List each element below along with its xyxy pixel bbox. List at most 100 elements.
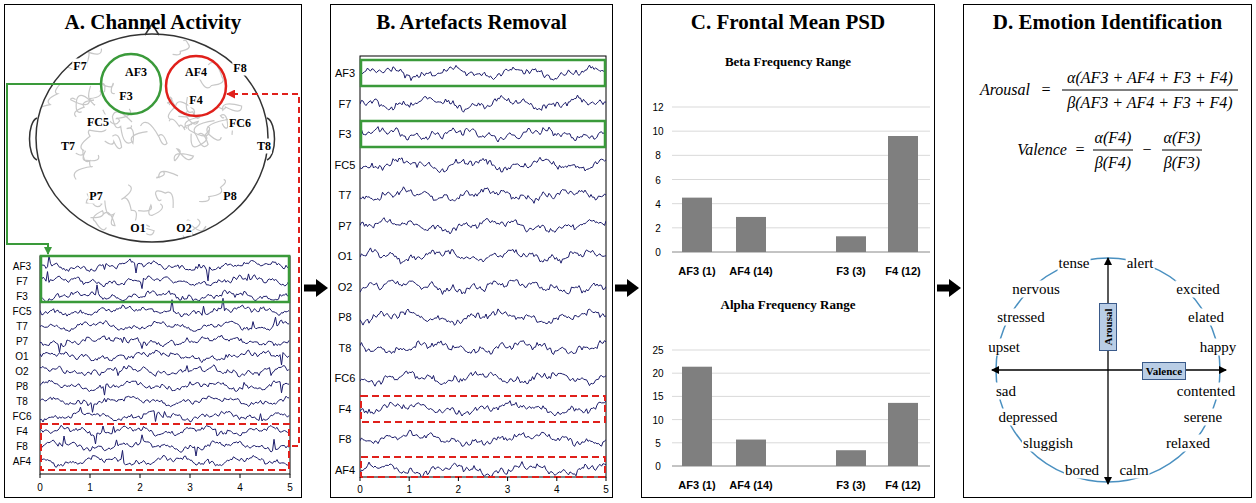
brain-texture — [202, 233, 220, 253]
axis-tick-label: 8 — [655, 150, 661, 161]
axis-tick — [90, 474, 91, 478]
arrow-head — [627, 279, 639, 297]
axis-tick-label: 10 — [652, 414, 663, 425]
electrode-label: F7 — [72, 59, 87, 74]
brain-texture — [157, 171, 178, 177]
plot-frame — [40, 256, 290, 474]
eeg-trace — [40, 272, 289, 289]
electrode-label: F3 — [118, 89, 133, 104]
axis-tick — [409, 477, 410, 481]
eeg-trace — [360, 430, 606, 446]
axis-tick — [190, 474, 191, 478]
axis-label: Arousal — [1102, 308, 1114, 345]
brain-texture — [105, 135, 122, 149]
brain-texture — [220, 115, 227, 128]
bar-label: F3 (3) — [836, 479, 865, 491]
channel-label: P8 — [16, 381, 28, 392]
axis-tick-label: 12 — [652, 102, 663, 113]
left-frontal-circle — [101, 54, 161, 114]
green-leader — [7, 84, 101, 254]
brain-texture — [219, 104, 242, 111]
electrode-label: AF3 — [124, 65, 148, 80]
channel-label: F7 — [16, 276, 28, 287]
formula-term: Arousal — [980, 81, 1030, 99]
psd-bar — [736, 440, 766, 466]
emotion-label: excited — [1175, 281, 1220, 298]
brain-texture — [47, 48, 66, 62]
flow-arrow — [304, 279, 328, 297]
axis-label-box: Arousal — [1099, 303, 1117, 350]
brain-texture — [121, 185, 136, 225]
channel-label: F7 — [339, 98, 352, 110]
channel-label: T8 — [16, 396, 28, 407]
eeg-trace — [360, 401, 606, 416]
emotion-label: alert — [1126, 255, 1155, 272]
eeg-trace — [360, 218, 606, 234]
emotion-label: calm — [1118, 462, 1149, 479]
emotion-label: tense — [1058, 255, 1091, 272]
panel-title: A. Channel Activity — [5, 10, 301, 35]
axis-tick-label: 4 — [237, 482, 243, 493]
brain-texture — [174, 149, 193, 161]
eeg-trace — [40, 365, 289, 377]
channel-label: F8 — [339, 433, 352, 445]
axis-tick-label: 20 — [652, 368, 663, 379]
emotion-label: sluggish — [1022, 435, 1074, 452]
emotion-label: contented — [1176, 383, 1236, 400]
channel-label: O1 — [338, 250, 353, 262]
green-highlight — [361, 60, 605, 86]
ear — [30, 118, 38, 160]
eeg-trace — [360, 309, 606, 325]
eeg-trace — [40, 380, 289, 395]
axis-tick-label: 10 — [652, 126, 663, 137]
brain-texture — [35, 194, 50, 216]
channel-label: T8 — [339, 342, 352, 354]
arrow-shaft — [304, 285, 316, 292]
emotion-label: bored — [1064, 462, 1100, 479]
psd-bar — [836, 236, 866, 252]
channel-label: T7 — [339, 189, 352, 201]
arrow-head — [316, 279, 328, 297]
emotion-label: nervous — [1011, 281, 1061, 298]
eeg-trace — [360, 127, 606, 142]
axis-tick — [40, 474, 41, 478]
eeg-trace — [360, 371, 606, 386]
axis-tick — [458, 477, 459, 481]
electrode-label: P7 — [88, 189, 103, 204]
panel-title: B. Artefacts Removal — [331, 10, 612, 35]
flow-arrow — [615, 279, 639, 297]
eeg-trace — [40, 435, 289, 456]
axis-tick-label: 5 — [655, 437, 661, 448]
fraction-bar — [1093, 150, 1133, 151]
channel-label: O2 — [15, 366, 28, 377]
electrode-label: AF4 — [184, 65, 208, 80]
axis-label-box: Valence — [1142, 362, 1186, 380]
channel-label: AF4 — [13, 456, 31, 467]
bar-label: AF4 (14) — [729, 265, 772, 277]
channel-label: F4 — [16, 426, 28, 437]
channel-label: P7 — [338, 220, 351, 232]
fraction-bar — [1062, 90, 1238, 91]
formula-term: α(F4) — [1095, 129, 1132, 147]
axis-tick — [556, 477, 557, 481]
eeg-trace — [360, 95, 606, 112]
axis-tick-label: 0 — [655, 461, 661, 472]
panel-title: D. Emotion Identification — [964, 10, 1251, 35]
bar-label: F4 (12) — [885, 479, 920, 491]
eeg-trace — [360, 462, 606, 477]
red-highlight — [361, 457, 605, 477]
chart-title: Alpha Frequency Range — [721, 297, 856, 313]
channel-label: O1 — [15, 351, 28, 362]
channel-label: F3 — [16, 291, 28, 302]
brain-texture — [138, 204, 162, 216]
green-highlight — [361, 121, 605, 147]
eeg-trace — [360, 341, 606, 355]
axis-tick-label: 0 — [655, 247, 661, 258]
red-highlight — [41, 424, 289, 470]
brain-texture — [71, 44, 82, 57]
plot-frame — [360, 56, 606, 477]
axis-tick-label: 1 — [87, 482, 93, 493]
electrode-label: F4 — [188, 93, 203, 108]
psd-bar — [888, 403, 918, 466]
channel-label: F8 — [16, 441, 28, 452]
